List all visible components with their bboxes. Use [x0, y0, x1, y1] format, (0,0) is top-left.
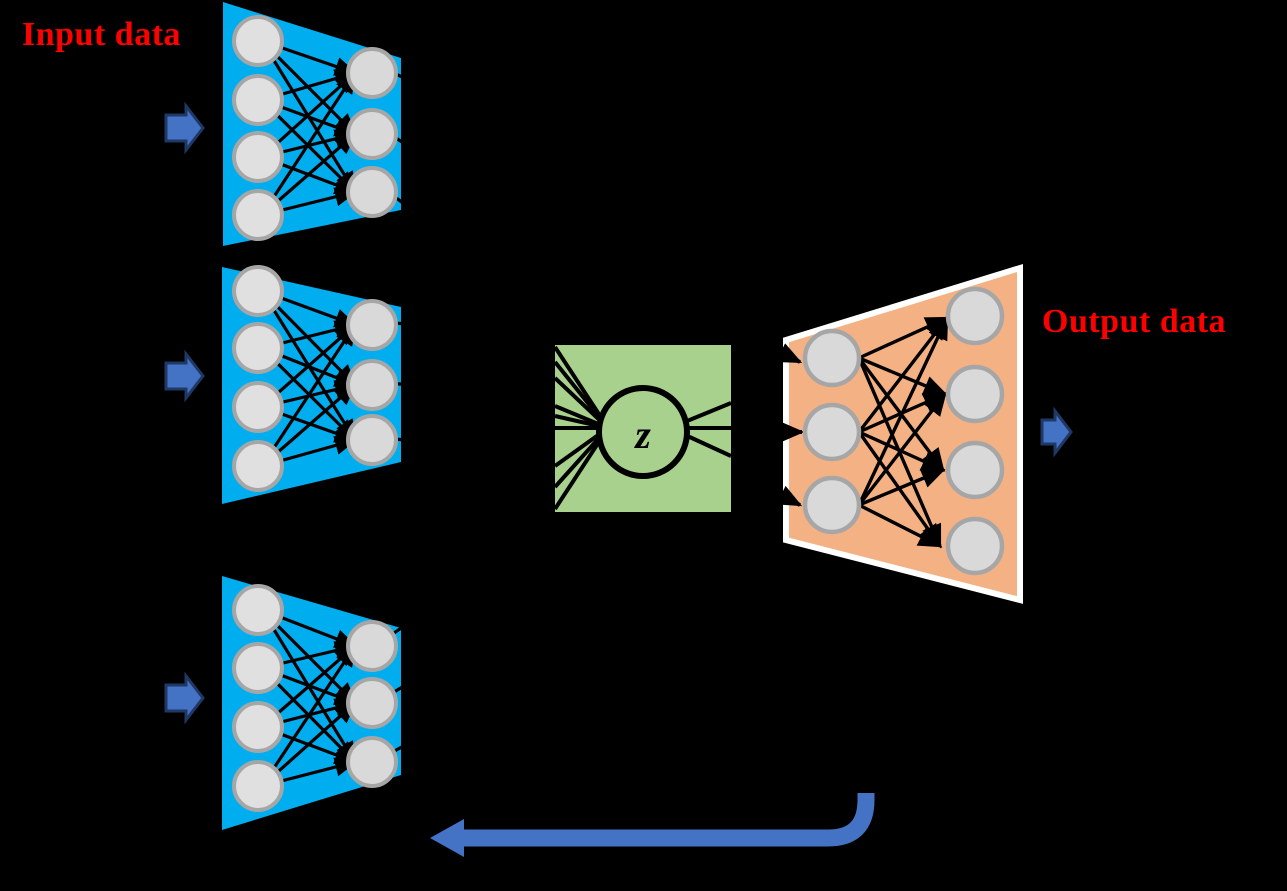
decoder-edges: [857, 315, 950, 549]
feedback-arrow-path: [452, 793, 875, 847]
latent-node-label: z: [633, 412, 651, 457]
input-arrow-1[interactable]: [164, 101, 205, 155]
input-arrow-2[interactable]: [164, 349, 205, 403]
encoder-block-1[interactable]: [223, 2, 415, 246]
decoder-incoming-arrows: [770, 343, 805, 507]
input-arrows: [164, 101, 205, 725]
feedback-loop-arrow[interactable]: [430, 793, 875, 857]
output-data-label: Output data: [1042, 303, 1227, 340]
encoder-block-2-hidden-nodes: [346, 299, 398, 466]
encoder-block-1-input-nodes: [232, 15, 284, 241]
input-data-label: Input data: [22, 16, 182, 53]
latent-node-circle: [596, 385, 690, 479]
encoder-block-3[interactable]: [222, 576, 415, 830]
decoder-input-nodes: [802, 328, 862, 535]
output-arrow[interactable]: [1040, 406, 1073, 458]
encoder-block-2-input-nodes: [232, 265, 284, 492]
decoder-block[interactable]: [770, 263, 1023, 604]
latent-variable-block[interactable]: z: [553, 345, 732, 512]
encoder-block-3-hidden-nodes: [346, 620, 398, 788]
input-arrow-3[interactable]: [164, 671, 205, 725]
decoder-output-nodes: [945, 286, 1005, 576]
encoder-block-3-input-nodes: [232, 584, 284, 812]
encoder-block-1-hidden-nodes: [346, 47, 398, 218]
feedback-arrow-head: [430, 819, 464, 857]
encoder-block-2[interactable]: [222, 265, 417, 504]
